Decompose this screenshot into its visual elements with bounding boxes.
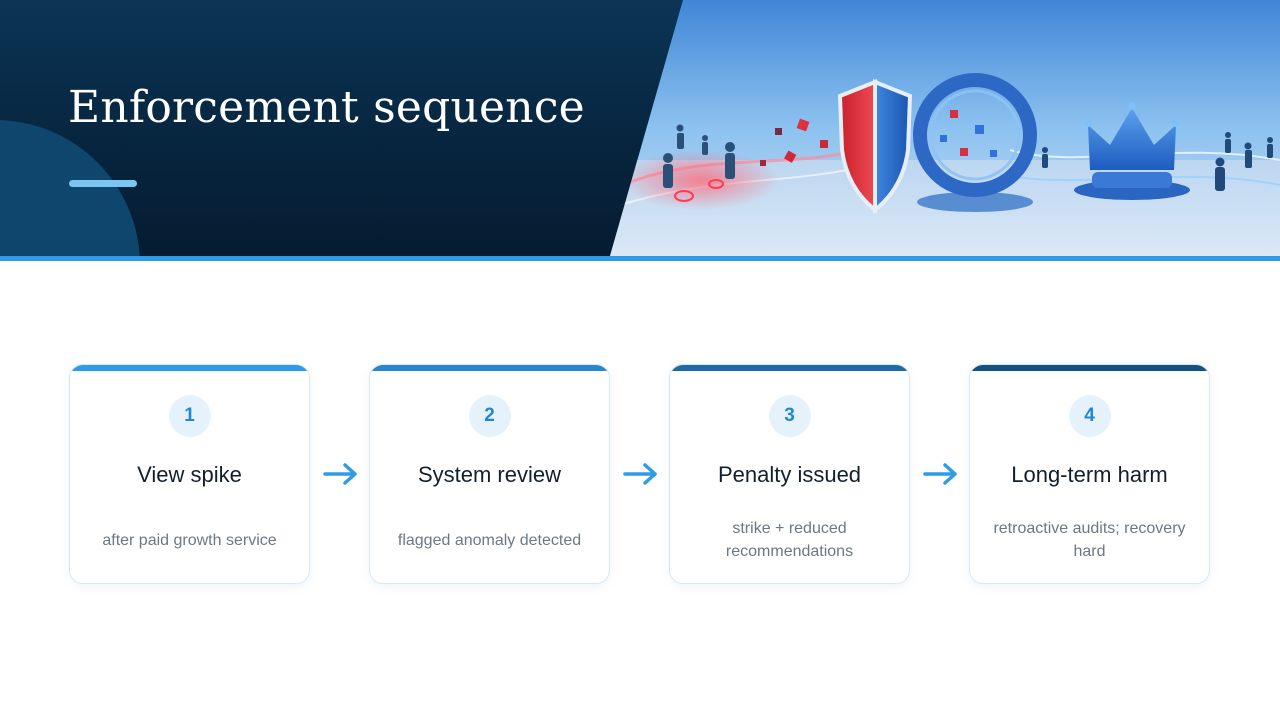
step-description: retroactive audits; recovery hard: [993, 520, 1186, 560]
step-card-1: 1 View spike after paid growth service: [69, 364, 310, 584]
step-title: Long-term harm: [1011, 462, 1168, 487]
step-number-badge: 3: [768, 395, 811, 437]
card-top-bar: [970, 365, 1209, 371]
step-title: View spike: [137, 462, 242, 487]
step-title: Penalty issued: [717, 462, 862, 487]
header-divider: [0, 256, 1280, 261]
step-title: System review: [417, 462, 562, 487]
step-description: after paid growth service: [102, 532, 277, 549]
header-banner: Enforcement sequence: [0, 0, 1280, 256]
card-top-bar: [670, 365, 909, 371]
step-card-3: 3 Penalty issued strike + reduced recomm…: [669, 364, 910, 584]
card-top-bar: [70, 365, 309, 371]
step-card-2: 2 System review flagged anomaly detected: [369, 364, 610, 584]
step-number-badge: 4: [1068, 395, 1111, 437]
page-title: Enforcement sequence: [68, 82, 585, 133]
step-number-badge: 1: [168, 395, 211, 437]
step-description: strike + reduced recommendations: [725, 520, 854, 560]
step-description: flagged anomaly detected: [397, 532, 582, 549]
step-card-4: 4 Long-term harm retroactive audits; rec…: [969, 364, 1210, 584]
step-number-badge: 2: [468, 395, 511, 437]
arrow-right-icon: [623, 463, 657, 485]
arrow-right-icon: [323, 463, 357, 485]
card-top-bar: [370, 365, 609, 371]
hero-illustration: [610, 0, 1280, 256]
title-underline: [69, 180, 137, 187]
arrow-right-icon: [923, 463, 957, 485]
